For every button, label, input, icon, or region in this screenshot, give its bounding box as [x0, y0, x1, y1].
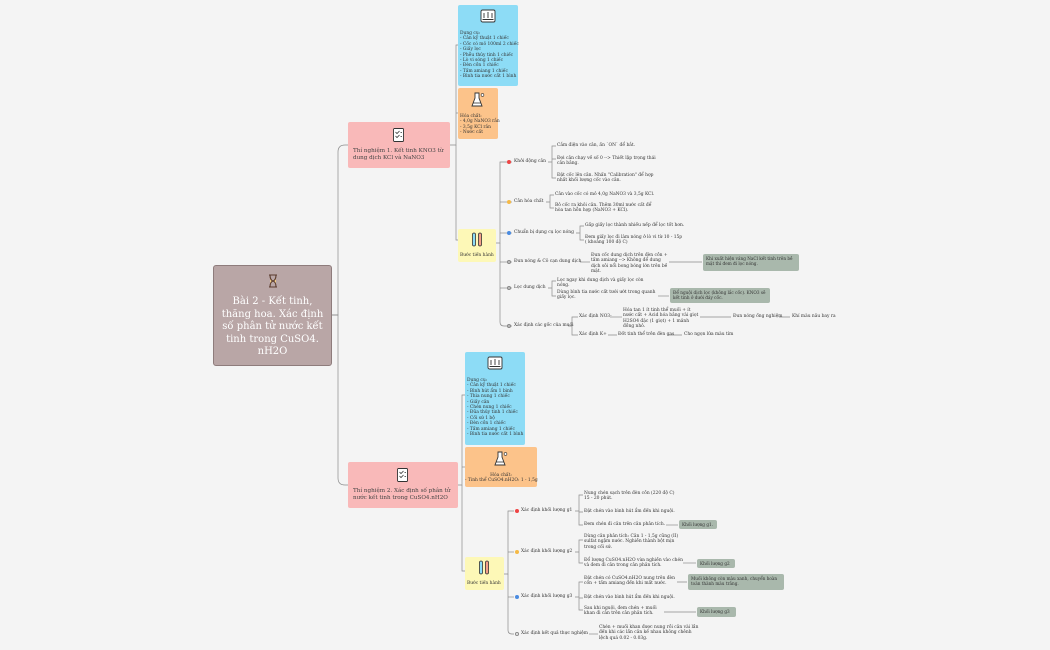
topic-title: Thí nghiệm 1. Kết tinh KNO3 từ dung dịch… [353, 148, 444, 161]
step-marker [507, 260, 511, 264]
leaf-text: Đặt chén có CuSO4.nH2O nung trên đèn cồn… [584, 576, 675, 587]
leaf-text: Sau khi nguội, đem chén + muối khan đi c… [584, 606, 657, 617]
tools-node[interactable]: Dụng cụ:- Cân kỹ thuật 1 chiếc- Cốc có m… [458, 5, 519, 86]
chemicals-list: Hóa chất:- Tinh thể CuSO4.nH2O: 1 - 1,5g [465, 473, 538, 484]
note-node[interactable]: Khối lượng g3 [697, 607, 736, 617]
leaf-text: Đợi cân chạy về số 0 --> Thiết lập trọng… [557, 156, 656, 167]
step-1-label[interactable]: Xác định khối lượng g1 [521, 508, 573, 513]
note-node[interactable]: Muối không còn màu xanh, chuyển hoàn toà… [688, 574, 784, 590]
topic-title: Thí nghiệm 2. Xác định số phân tử nước k… [353, 488, 451, 501]
leaf-text: Gấp giấy lọc thành nhiều nếp để lọc tốt … [585, 223, 685, 228]
leaf-text: Đun nóng ống nghiệm [733, 314, 783, 319]
step-marker [507, 324, 511, 328]
procedure-node[interactable]: Bước tiến hành [465, 557, 504, 590]
tools-list: Dụng cụ:- Cân kỹ thuật 1 chiếc- Cốc có m… [460, 31, 519, 80]
step-2-label[interactable]: Cân hóa chất [514, 199, 544, 204]
leaf-text: Đem chén đi cân trên cân phân tích. [584, 522, 666, 527]
topic-experiment-1[interactable]: Thí nghiệm 1. Kết tinh KNO3 từ dung dịch… [348, 122, 450, 168]
topic-experiment-2[interactable]: Thí nghiệm 2. Xác định số phân tử nước k… [348, 462, 458, 508]
step-4-label[interactable]: Xác định kết quả thực nghiệm [521, 631, 588, 636]
root-title: Bài 2 - Kết tinh, thăng hoa. Xác định số… [221, 296, 324, 357]
step-marker [515, 632, 519, 636]
step-3-label[interactable]: Chuẩn bị dụng cụ lọc nóng [514, 230, 574, 235]
leaf-text: Đun cốc dung dịch trên đèn cồn + tấm ami… [591, 253, 668, 275]
equipment-icon [480, 9, 496, 23]
leaf-text: Cắm điện vào cân, ấn `ON` để bắt. [557, 143, 636, 148]
step-3-label[interactable]: Xác định khối lượng g3 [521, 594, 573, 599]
chemicals-node[interactable]: Hóa chất:- Tinh thể CuSO4.nH2O: 1 - 1,5g [465, 447, 538, 487]
step-6-label[interactable]: Xác định các gốc của muối [514, 323, 574, 328]
root-topic[interactable]: Bài 2 - Kết tinh, thăng hoa. Xác định số… [213, 265, 332, 366]
note-node[interactable]: Khối lượng g2 [697, 559, 735, 568]
step-marker [507, 286, 511, 290]
leaf-text: Cân vào cốc có mỏ 4,0g NaNO3 và 3,5g KCl… [555, 192, 655, 197]
checklist-icon [397, 468, 408, 482]
leaf-text: Đặt cốc lên cân. Nhấn "Calibration" để h… [557, 173, 654, 184]
chemicals-icon [471, 92, 485, 107]
step-4-label[interactable]: Đun nóng & Cô cạn dung dịch [514, 259, 582, 264]
chemicals-list: Hóa chất:- 4,0g NaNO3 rắn- 3,5g KCl rắn-… [460, 114, 500, 136]
step-marker [515, 595, 519, 599]
step-5-label[interactable]: Lọc dung dịch [514, 285, 546, 290]
chemicals-node[interactable]: Hóa chất:- 4,0g NaNO3 rắn- 3,5g KCl rắn-… [458, 88, 500, 139]
leaf-text: Nung chén sạch trên đèn cồn (220 độ C) 1… [584, 491, 675, 502]
leaf-label: Xác định K+ [579, 332, 607, 337]
checklist-icon [393, 128, 404, 142]
leaf-text: Đốt tinh thể trên đèn gas [618, 332, 675, 337]
leaf-text: Hóa tan 1 ít tinh thể muối + ít nước cất… [623, 308, 699, 330]
equipment-icon [487, 356, 503, 370]
note-node[interactable]: Khối lượng g1. [679, 520, 717, 529]
test-tube-icon [479, 560, 489, 575]
step-marker [507, 231, 511, 235]
leaf-text: Bỏ cốc ra khỏi cân. Thêm 30ml nước cất đ… [555, 203, 652, 214]
note-node[interactable]: Để nguội dịch lọc (không lắc cốc). KNO3 … [670, 288, 770, 303]
leaf-text: Đổ lượng CuSO4.nH2O vừa nghiền vào chén … [584, 558, 683, 569]
leaf-text: Đặt chén vào bình hút ẩm đến khi nguội. [584, 509, 675, 514]
leaf-text: Cho ngọn lửa màu tím [684, 332, 734, 337]
leaf-text: Đem giấy lọc đi làm nóng ở lò vi từ 10 -… [585, 235, 683, 246]
tools-node[interactable]: Dụng cụ:- Cân kỹ thuật 1 chiếc- Bình hút… [465, 352, 525, 445]
test-tube-icon [472, 232, 482, 247]
step-marker [515, 509, 519, 513]
procedure-label: Bước tiến hành [460, 253, 494, 258]
hourglass-icon [269, 274, 277, 288]
note-node[interactable]: Khi xuất hiện váng NaCl kết tinh trên bề… [703, 254, 799, 271]
step-1-label[interactable]: Khởi động cân [514, 159, 546, 164]
step-marker [507, 160, 511, 164]
tools-list: Dụng cụ:- Cân kỹ thuật 1 chiếc- Bình hút… [467, 378, 524, 438]
leaf-text: Dùng cân phân tích: Cân 1 - 1,5g cũng (I… [584, 534, 679, 550]
leaf-label: Xác định NO3- [579, 314, 612, 319]
chemicals-icon [494, 451, 508, 466]
leaf-text: Khí màu nâu bay ra [792, 314, 836, 319]
leaf-text: Lọc ngay khi dung dịch và giấy lọc còn n… [557, 278, 644, 289]
step-2-label[interactable]: Xác định khối lượng g2 [521, 549, 573, 554]
leaf-text: Chén + muối khan được nung rồi cân vài l… [599, 625, 699, 641]
leaf-text: Dùng bình tia nước cất tưới ướt trong qu… [557, 290, 656, 301]
procedure-label: Bước tiến hành [467, 581, 501, 586]
step-marker [507, 200, 511, 204]
leaf-text: Đặt chén vào bình hút ẩm đến khi nguội. [584, 595, 675, 600]
procedure-node[interactable]: Bước tiến hành [458, 229, 496, 262]
step-marker [515, 550, 519, 554]
